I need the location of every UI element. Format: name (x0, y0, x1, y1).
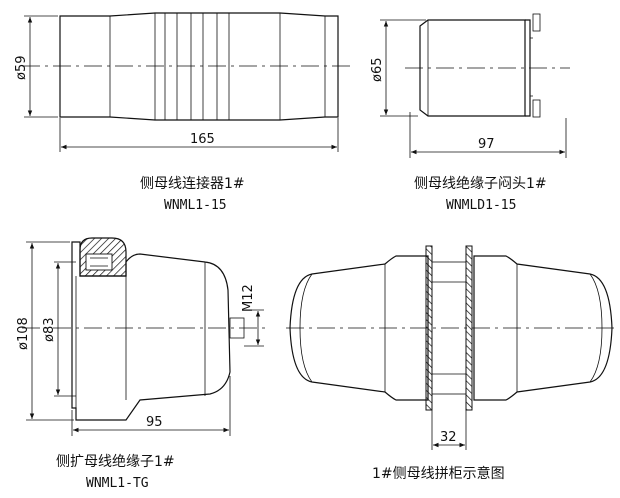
connector-drawing: ø59 165 侧母线连接器1# WNML1-15 (14, 12, 352, 213)
insulator-insert-thread (90, 257, 108, 267)
assembly-left-insulator (289, 255, 429, 401)
insulator-body-outline (71, 241, 231, 421)
assembly-connector-grooves (432, 281, 466, 375)
assembly-gap-label: 32 (440, 430, 457, 445)
connector-body-outline (59, 12, 339, 121)
insulator-insert-slot (85, 253, 113, 271)
insulator-od-label: ø108 (16, 317, 31, 350)
assembly-drawing: 32 1#侧母线拼柜示意图 (286, 245, 614, 482)
insulator-length-label: 95 (146, 415, 163, 430)
blind-end-model: WNMLD1-15 (446, 198, 516, 213)
connector-diameter-label: ø59 (14, 56, 29, 81)
blind-end-diameter-label: ø65 (370, 58, 385, 83)
blind-end-stud-bottom (532, 99, 541, 118)
assembly-right-insulator (473, 255, 613, 401)
insulator-id-label: ø83 (42, 318, 57, 343)
connector-length-label: 165 (190, 132, 215, 147)
insulator-thread-label: M12 (241, 284, 256, 312)
blind-end-stud-top (532, 13, 541, 32)
blind-end-caption: 侧母线绝缘子闷头1# (414, 176, 547, 192)
blind-end-stud-links (530, 37, 533, 97)
insulator-caption: 侧扩母线绝缘子1# (56, 454, 175, 470)
connector-groove-2 (190, 12, 204, 121)
connector-caption: 侧母线连接器1# (140, 175, 245, 192)
connector-groove-1 (164, 12, 178, 121)
connector-groove-3 (216, 12, 230, 121)
assembly-caption: 1#侧母线拼柜示意图 (372, 465, 505, 482)
expansion-insulator-drawing: M12 ø108 ø83 95 侧扩母线绝缘子1# WNML1-TG (16, 237, 270, 491)
blind-end-drawing: ø65 97 侧母线绝缘子闷头1# WNMLD1-15 (370, 13, 570, 213)
insulator-model: WNML1-TG (86, 476, 149, 491)
blind-end-length-label: 97 (478, 137, 495, 152)
connector-model: WNML1-15 (164, 198, 227, 213)
